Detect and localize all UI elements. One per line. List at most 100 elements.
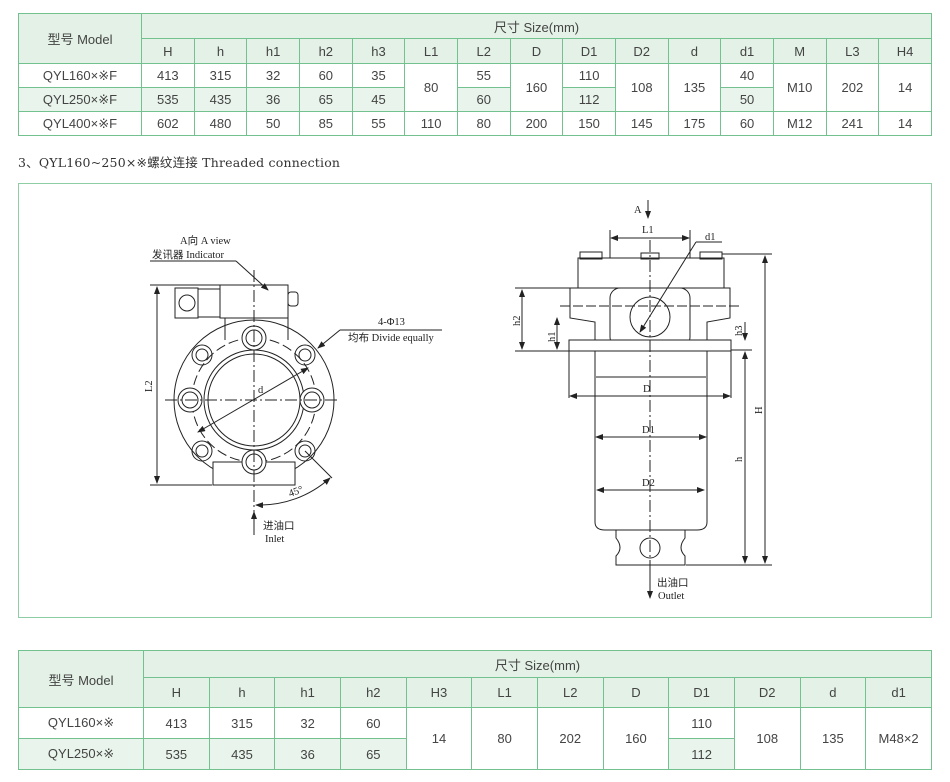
value-cell: 55: [456, 63, 511, 88]
value-cell: 175: [667, 111, 722, 136]
column-header: h1: [246, 38, 300, 64]
dim-d: d: [258, 385, 264, 396]
column-header: h1: [274, 677, 341, 708]
value-cell: 110: [404, 111, 458, 136]
holes-label: 4-Φ13: [378, 317, 405, 328]
column-header: L3: [825, 38, 880, 64]
drawing-frame: [18, 183, 932, 618]
column-header: D: [602, 677, 670, 708]
view-a-marker: A: [634, 205, 642, 216]
value-cell: 202: [825, 63, 880, 112]
value-cell: 160: [602, 707, 670, 770]
column-header: D: [509, 38, 564, 64]
value-cell: 40: [720, 63, 774, 88]
inlet-cn-label: 进油口: [263, 519, 295, 532]
column-header: M: [772, 38, 827, 64]
model-header: 型号 Model: [18, 650, 144, 708]
value-cell: 110: [562, 63, 616, 88]
value-cell: 55: [351, 111, 406, 136]
dim-H: H: [754, 406, 765, 414]
value-cell: 14: [878, 63, 932, 112]
dim-h2: h2: [512, 316, 523, 327]
model-header: 型号 Model: [18, 13, 142, 64]
dim-D: D: [643, 384, 651, 395]
column-header: d1: [865, 677, 932, 708]
section-caption: 3、QYL160~250×※螺纹连接 Threaded connection: [18, 155, 341, 170]
column-header: h2: [298, 38, 353, 64]
value-cell: 535: [141, 87, 195, 112]
value-cell: 60: [339, 707, 407, 739]
indicator-label: 发讯器 Indicator: [152, 248, 225, 261]
value-cell: 315: [193, 63, 248, 88]
column-header: h: [193, 38, 248, 64]
value-cell: 241: [825, 111, 880, 136]
dim-h1: h1: [547, 332, 558, 343]
dim-h: h: [734, 456, 745, 462]
value-cell: 112: [668, 738, 735, 770]
outlet-cn-label: 出油口: [657, 576, 689, 589]
column-header: h2: [339, 677, 407, 708]
value-cell: M48×2: [865, 707, 932, 770]
column-header: D2: [733, 677, 801, 708]
value-cell: 200: [509, 111, 564, 136]
dim-h3: h3: [734, 326, 745, 337]
value-cell: 35: [351, 63, 406, 88]
inlet-en-label: Inlet: [265, 534, 284, 545]
dim-L2: L2: [144, 380, 155, 392]
value-cell: 60: [456, 87, 511, 112]
size-header: 尺寸 Size(mm): [143, 650, 932, 678]
value-cell: 108: [733, 707, 801, 770]
side-view-drawing: A L1 d1 h2 h1 h3 D D1 D2 H h 出油口 Outlet: [512, 200, 772, 602]
value-cell: 108: [614, 63, 669, 112]
column-header: d1: [720, 38, 774, 64]
column-header: H3: [405, 677, 473, 708]
value-cell: 14: [878, 111, 932, 136]
value-cell: 32: [274, 707, 341, 739]
value-cell: 435: [208, 738, 276, 770]
value-cell: 135: [799, 707, 867, 770]
column-header: D2: [614, 38, 669, 64]
value-cell: 65: [339, 738, 407, 770]
value-cell: 413: [143, 707, 210, 739]
dim-L1: L1: [642, 225, 654, 236]
outlet-en-label: Outlet: [658, 591, 684, 602]
model-cell: QYL250×※: [18, 738, 144, 770]
value-cell: 150: [562, 111, 616, 136]
column-header: L2: [536, 677, 604, 708]
divide-label: 均布 Divide equally: [348, 332, 434, 344]
value-cell: 112: [562, 87, 616, 112]
value-cell: 202: [536, 707, 604, 770]
column-header: d: [667, 38, 722, 64]
value-cell: 65: [298, 87, 353, 112]
model-cell: QYL250×※F: [18, 87, 142, 112]
value-cell: 45: [351, 87, 406, 112]
column-header: h3: [351, 38, 406, 64]
column-header: d: [799, 677, 867, 708]
value-cell: 80: [471, 707, 538, 770]
column-header: L1: [471, 677, 538, 708]
a-view-label: A向 A view: [180, 234, 231, 247]
value-cell: 602: [141, 111, 195, 136]
dim-d1: d1: [705, 232, 716, 243]
value-cell: 50: [246, 111, 300, 136]
value-cell: 435: [193, 87, 248, 112]
column-header: L2: [456, 38, 511, 64]
top-view-drawing: A向 A view 发讯器 Indicator 4-Φ13 均布 Divide …: [144, 234, 442, 545]
value-cell: 60: [720, 111, 774, 136]
column-header: H4: [878, 38, 932, 64]
value-cell: 36: [274, 738, 341, 770]
value-cell: M12: [772, 111, 827, 136]
value-cell: 80: [456, 111, 511, 136]
value-cell: M10: [772, 63, 827, 112]
model-cell: QYL400×※F: [18, 111, 142, 136]
model-cell: QYL160×※: [18, 707, 144, 739]
value-cell: 80: [404, 63, 458, 112]
column-header: h: [208, 677, 276, 708]
column-header: D1: [668, 677, 735, 708]
